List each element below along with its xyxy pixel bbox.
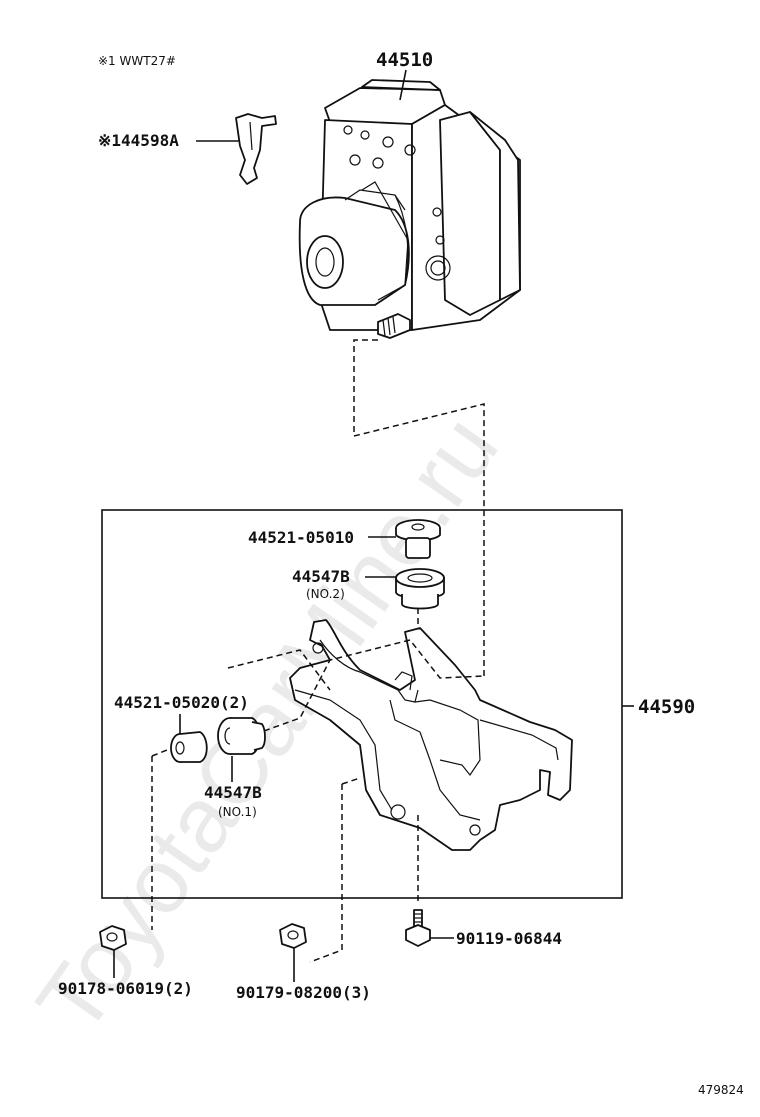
label-44510: 44510 <box>376 49 433 71</box>
label-90119-06844: 90119-06844 <box>456 929 562 948</box>
label-44521-05020: 44521-05020(2) <box>114 693 249 712</box>
bolt-44521-05020[interactable] <box>170 731 208 763</box>
bracket-clip-44598a[interactable] <box>235 113 277 185</box>
applicability-note: ※1 WWT27# <box>98 54 176 68</box>
label-90178-06019: 90178-06019(2) <box>58 979 193 998</box>
bolt-90119-06844[interactable] <box>405 909 431 947</box>
nut-90179-08200[interactable] <box>279 923 307 949</box>
bracket-assembly-frame <box>101 509 623 899</box>
cushion-44547b-no1[interactable] <box>217 717 266 755</box>
label-44547b-no1-sub: (NO.1) <box>218 805 257 819</box>
label-44598a: ※144598A <box>98 131 179 150</box>
label-44590: 44590 <box>638 696 695 718</box>
cushion-44547b-no2[interactable] <box>395 568 445 610</box>
bolt-44521-05010[interactable] <box>395 519 441 559</box>
diagram-id: 479824 <box>698 1083 744 1097</box>
label-90179-08200: 90179-08200(3) <box>236 983 371 1002</box>
abs-actuator-44510[interactable] <box>298 79 521 339</box>
bracket-44590-body[interactable] <box>289 619 573 851</box>
label-44547b-no1: 44547B <box>204 783 262 802</box>
actuator-stud <box>377 313 411 339</box>
nut-90178-06019[interactable] <box>99 925 127 951</box>
label-44521-05010: 44521-05010 <box>248 528 354 547</box>
label-44547b-no2-sub: (NO.2) <box>306 587 345 601</box>
label-44547b-no2: 44547B <box>292 567 350 586</box>
